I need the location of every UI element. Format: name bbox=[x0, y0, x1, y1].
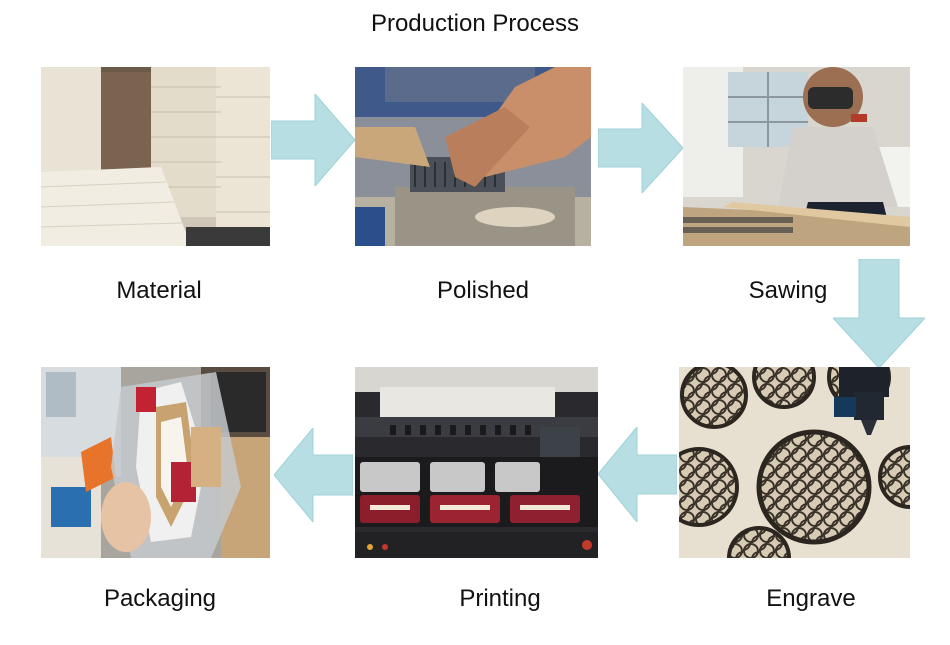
step-label-sawing: Sawing bbox=[748, 277, 828, 304]
material-photo bbox=[41, 67, 270, 246]
arrow-right-icon bbox=[598, 103, 683, 193]
step-label-engrave: Engrave bbox=[766, 585, 856, 612]
arrow-left-icon bbox=[598, 427, 677, 522]
arrow-left-icon bbox=[274, 428, 353, 522]
step-label-polished: Polished bbox=[436, 277, 530, 304]
arrow-right-icon bbox=[271, 94, 355, 186]
step-label-material: Material bbox=[116, 277, 202, 304]
sawing-photo bbox=[683, 67, 910, 246]
engrave-photo bbox=[679, 367, 910, 558]
packaging-photo bbox=[41, 367, 270, 558]
step-label-printing: Printing bbox=[459, 585, 541, 612]
step-label-packaging: Packaging bbox=[103, 585, 217, 612]
arrow-down-icon bbox=[833, 259, 925, 368]
diagram-title: Production Process bbox=[370, 10, 580, 37]
printing-photo bbox=[355, 367, 598, 558]
polished-photo bbox=[355, 67, 591, 246]
